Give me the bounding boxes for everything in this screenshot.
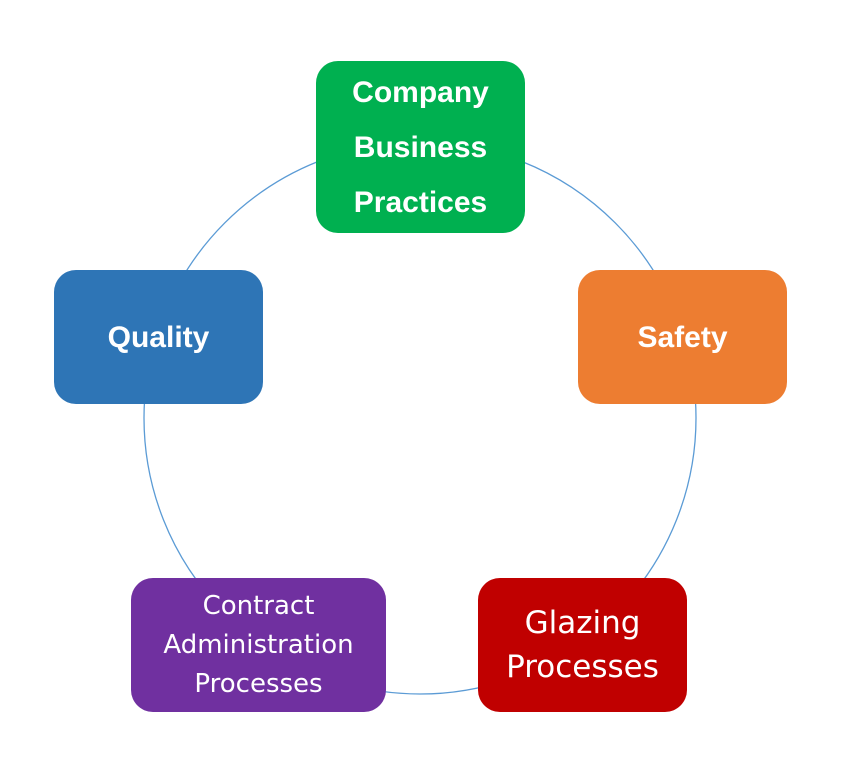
node-safety-label: Safety [637,320,728,354]
node-quality-label: Quality [107,320,210,354]
node-contract-administration-processes-label: Contract Administration Processes [163,590,354,699]
node-quality: Quality [54,270,263,404]
node-safety: Safety [578,270,787,404]
node-company-business-practices: Company Business Practices [316,61,525,233]
node-company-business-practices-label: Company Business Practices [352,75,489,219]
node-glazing-processes: Glazing Processes [478,578,687,712]
node-contract-administration-processes: Contract Administration Processes [131,578,386,712]
node-glazing-processes-label: Glazing Processes [506,605,659,685]
